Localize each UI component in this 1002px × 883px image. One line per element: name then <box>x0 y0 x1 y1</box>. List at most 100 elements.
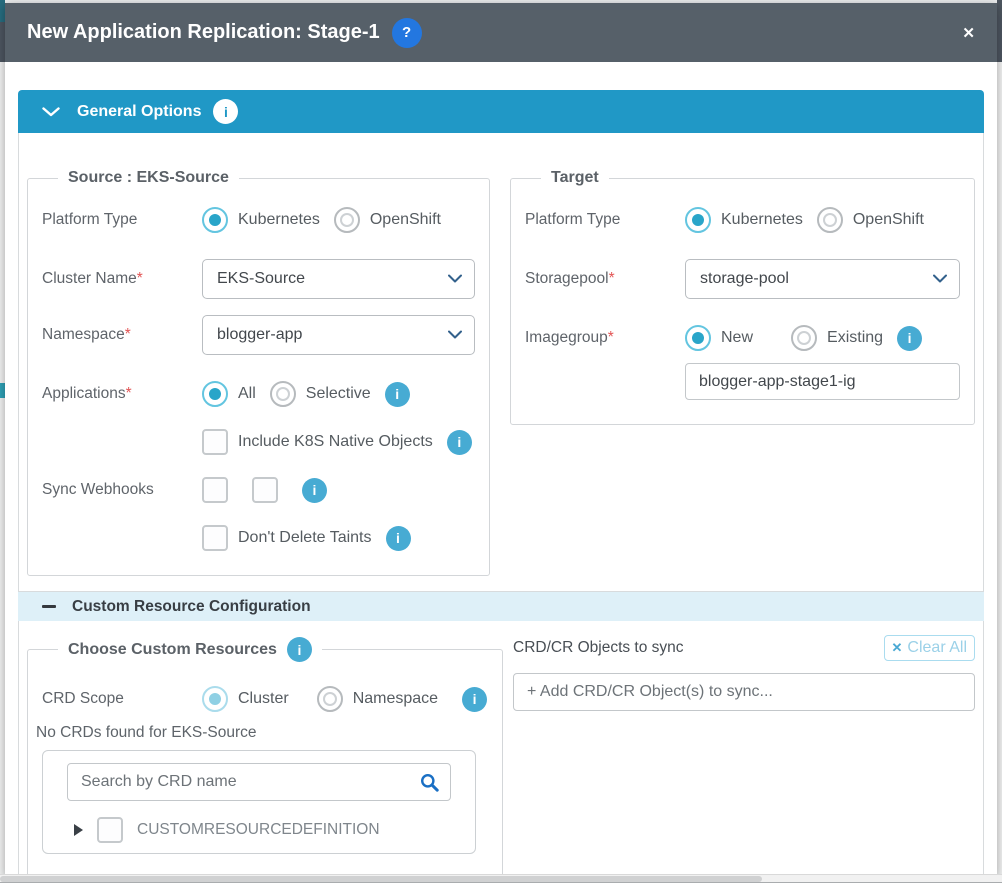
target-platform-kubernetes-label: Kubernetes <box>721 211 803 228</box>
taints-info-icon[interactable]: i <box>385 525 411 551</box>
crd-objects-header: CRD/CR Objects to sync ✕ Clear All <box>513 635 975 661</box>
target-legend: Target <box>551 169 599 186</box>
custom-resource-accordion-header[interactable]: Custom Resource Configuration <box>18 592 984 621</box>
crd-scope-namespace-radio[interactable] <box>316 686 343 712</box>
cluster-name-label: Cluster Name* <box>42 270 143 287</box>
native-webhooks-checkbox[interactable] <box>252 477 278 503</box>
page-edge-right-light <box>997 62 1002 883</box>
choose-custom-resources-fieldset: Choose Custom Resources i CRD Scope Clus… <box>27 637 503 877</box>
target-platform-kubernetes-radio[interactable] <box>685 207 711 233</box>
imagegroup-existing-label: Existing <box>827 329 884 346</box>
storagepool-label: Storagepool* <box>525 270 615 287</box>
storagepool-row: Storagepool* storage-pool <box>525 259 960 299</box>
applications-info-icon[interactable]: i <box>384 381 410 407</box>
modal-header: New Application Replication: Stage-1 ? ✕ <box>5 3 997 62</box>
cluster-name-select[interactable]: EKS-Source <box>202 259 475 299</box>
namespace-select[interactable]: blogger-app <box>202 315 475 355</box>
imagegroup-info-icon[interactable]: i <box>897 325 923 351</box>
source-fieldset: Source : EKS-Source Platform Type Kubern… <box>27 169 490 576</box>
horizontal-scrollbar[interactable] <box>0 874 1002 883</box>
dont-delete-taints-checkbox[interactable] <box>202 525 228 551</box>
platform-type-label: Platform Type <box>42 211 138 228</box>
source-platform-openshift-radio[interactable] <box>333 207 360 233</box>
target-platform-openshift-label: OpenShift <box>852 211 924 228</box>
namespace-row: Namespace* blogger-app <box>42 315 475 355</box>
crd-scope-label: CRD Scope <box>42 690 124 707</box>
target-platform-row: Platform Type Kubernetes OpenShift <box>525 207 960 233</box>
target-fieldset: Target Platform Type Kubernetes OpenShif… <box>510 169 975 425</box>
include-k8s-row: Include K8S Native Objects i <box>202 429 475 455</box>
crd-objects-label: CRD/CR Objects to sync <box>513 639 684 656</box>
include-k8s-checkbox[interactable] <box>202 429 228 455</box>
sync-webhooks-all-checkbox[interactable] <box>202 477 228 503</box>
choose-custom-resources-info-icon[interactable]: i <box>286 637 312 662</box>
source-platform-kubernetes-radio[interactable] <box>202 207 228 233</box>
close-icon[interactable]: ✕ <box>962 24 975 42</box>
page-edge-right-dark <box>997 0 1002 62</box>
crd-scope-row: CRD Scope Cluster Namespace i <box>42 686 488 712</box>
imagegroup-row: Imagegroup* New Existing i <box>525 325 960 351</box>
page-edge-teal <box>0 0 5 22</box>
required-asterisk: * <box>607 329 614 346</box>
crd-objects-to-sync-panel: CRD/CR Objects to sync ✕ Clear All <box>513 621 975 711</box>
caret-right-icon[interactable] <box>73 823 84 837</box>
general-options-body: Source : EKS-Source Platform Type Kubern… <box>18 133 984 592</box>
choose-custom-resources-legend: Choose Custom Resources i <box>58 637 322 662</box>
source-platform-kubernetes-label: Kubernetes <box>238 211 320 228</box>
search-icon[interactable] <box>419 772 440 793</box>
applications-selective-radio[interactable] <box>269 381 296 407</box>
platform-type-label: Platform Type <box>525 211 621 228</box>
storagepool-select[interactable]: storage-pool <box>685 259 960 299</box>
clear-x-icon: ✕ <box>891 640 903 655</box>
crd-scope-cluster-radio[interactable] <box>202 686 228 712</box>
dont-delete-taints-label: Don't Delete Taints <box>238 529 372 546</box>
include-k8s-info-icon[interactable]: i <box>446 429 472 455</box>
page-edge-dark <box>0 22 5 62</box>
crd-scope-namespace-label: Namespace <box>352 690 439 707</box>
custom-resource-title: Custom Resource Configuration <box>72 597 311 615</box>
required-asterisk: * <box>136 270 143 287</box>
applications-row: Applications* All Selective i <box>42 381 475 407</box>
crd-tree-item: CUSTOMRESOURCEDEFINITION <box>73 817 475 843</box>
required-asterisk: * <box>125 385 132 402</box>
chevron-down-icon <box>42 106 60 117</box>
target-platform-openshift-radio[interactable] <box>816 207 843 233</box>
no-crds-message: No CRDs found for EKS-Source <box>36 724 257 741</box>
imagegroup-new-radio[interactable] <box>685 325 711 351</box>
scrollbar-thumb[interactable] <box>0 876 762 882</box>
crd-search <box>67 763 451 801</box>
applications-all-label: All <box>238 385 256 402</box>
help-icon[interactable]: ? <box>391 17 422 48</box>
include-k8s-label: Include K8S Native Objects <box>238 433 433 450</box>
imagegroup-existing-radio[interactable] <box>791 325 818 351</box>
crd-tree-item-checkbox[interactable] <box>97 817 123 843</box>
crd-scope-info-icon[interactable]: i <box>462 686 488 712</box>
sync-webhooks-info-icon[interactable]: i <box>302 477 327 503</box>
required-asterisk: * <box>124 326 131 343</box>
general-options-accordion-header[interactable]: General Options i <box>18 90 984 133</box>
clear-all-label: Clear All <box>907 639 967 656</box>
clear-all-button[interactable]: ✕ Clear All <box>883 635 975 661</box>
page-edge-light <box>0 62 5 883</box>
applications-selective-label: Selective <box>305 385 371 402</box>
source-legend: Source : EKS-Source <box>68 169 229 186</box>
crd-search-input[interactable] <box>67 763 451 801</box>
chevron-down-icon <box>448 274 462 283</box>
add-crd-object-row <box>513 673 975 711</box>
sync-webhooks-label: Sync Webhooks <box>42 481 154 498</box>
imagegroup-new-label: New <box>721 329 754 346</box>
taints-row: Don't Delete Taints i <box>202 525 475 551</box>
collapse-minus-icon <box>42 605 56 608</box>
source-platform-row: Platform Type Kubernetes OpenShift <box>42 207 475 233</box>
applications-all-radio[interactable] <box>202 381 228 407</box>
imagegroup-name-input[interactable] <box>685 363 960 400</box>
applications-label: Applications* <box>42 385 132 402</box>
add-crd-object-input[interactable] <box>513 673 975 711</box>
general-options-info-icon[interactable]: i <box>213 99 239 124</box>
imagegroup-label: Imagegroup* <box>525 329 614 346</box>
new-application-replication-modal: New Application Replication: Stage-1 ? ✕… <box>5 3 997 877</box>
modal-title: New Application Replication: Stage-1 <box>27 21 380 43</box>
chevron-down-icon <box>933 274 947 283</box>
page-edge-teal-mark <box>0 383 5 398</box>
source-platform-openshift-label: OpenShift <box>369 211 441 228</box>
